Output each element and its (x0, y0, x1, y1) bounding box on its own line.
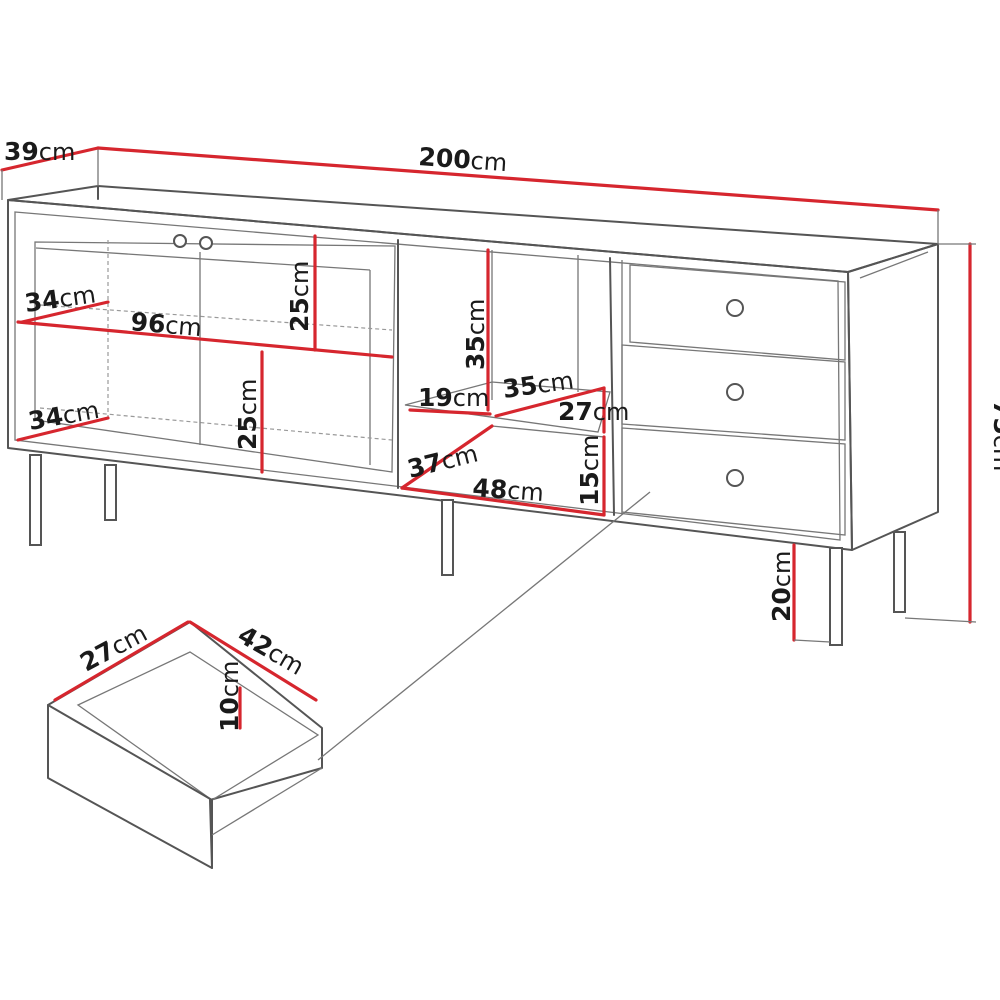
front-face (7, 199, 853, 551)
door-top-rail (35, 247, 371, 271)
sideboard-body (7, 185, 939, 646)
label-leg-height: 20cm (767, 551, 796, 622)
open-shelf (404, 381, 611, 433)
label-drawer-height: 10cm (215, 661, 244, 732)
label-shelf-width: 96cm (129, 307, 203, 342)
dim-line-open-shelf-width (494, 386, 606, 418)
label-cabinet-lower: 25cm (233, 379, 262, 450)
dim-line-width (96, 146, 940, 212)
right-side-panel (847, 243, 939, 551)
dimension-lines (0, 146, 977, 730)
drawer-side-bottom (211, 767, 323, 836)
label-width: 200cm (418, 142, 509, 177)
label-drawer-depth: 27cm (75, 618, 152, 677)
drawer-detail (47, 491, 651, 869)
door-knob (173, 234, 187, 248)
dim-line-open-bottom-depth (400, 424, 494, 490)
dim-line-drawer-width (188, 620, 318, 702)
label-open-shelf-depth: 19cm (418, 383, 489, 412)
leg (893, 531, 906, 613)
label-open-shelf-right: 27cm (558, 397, 629, 426)
ext-line (904, 617, 977, 623)
label-depth: 39cm (4, 137, 75, 166)
dim-line-open-shelf-depth (408, 408, 492, 416)
drawer-front-3 (621, 427, 846, 536)
ext-line (793, 639, 831, 643)
dim-line-shelf-depth-upper (20, 300, 110, 324)
drawer-front-top (47, 704, 213, 801)
drawer-inner (76, 651, 320, 801)
drawer-front-1 (629, 264, 846, 361)
hidden-shelf-line (39, 304, 393, 331)
leg (441, 499, 454, 576)
drawer-knob (726, 469, 744, 487)
leg (829, 547, 843, 646)
drawer-front-2 (621, 344, 846, 441)
label-open-upper: 35cm (461, 299, 490, 370)
front-frame (14, 211, 841, 541)
dim-line-shelf-depth-lower (16, 416, 110, 442)
dim-line-open-bottom-width (400, 486, 606, 517)
dim-line-shelf-width (16, 320, 394, 359)
drawer-outline (47, 621, 323, 869)
label-open-bottom-width: 48cm (472, 473, 545, 507)
right-panel-edge (859, 251, 929, 279)
label-open-bottom-height: 15cm (575, 435, 604, 506)
label-shelf-depth-upper: 34cm (23, 279, 98, 318)
label-shelf-depth-lower: 34cm (26, 395, 101, 436)
detail-leader-line (317, 491, 651, 761)
door-knob (199, 236, 213, 250)
label-open-shelf-width: 35cm (501, 365, 576, 404)
dim-line-depth (0, 146, 100, 172)
drawer-knob (726, 299, 744, 317)
glass-door-frame (34, 241, 396, 473)
label-open-bottom-depth: 37cm (404, 438, 480, 483)
label-height: 75cm (988, 400, 1000, 471)
leg (104, 464, 117, 521)
drawer-knob (726, 383, 744, 401)
divider-right (609, 257, 615, 516)
leg (29, 454, 42, 546)
label-cabinet-upper: 25cm (285, 261, 314, 332)
hidden-shelf-line (39, 407, 393, 441)
dim-line-drawer-depth (53, 620, 190, 702)
